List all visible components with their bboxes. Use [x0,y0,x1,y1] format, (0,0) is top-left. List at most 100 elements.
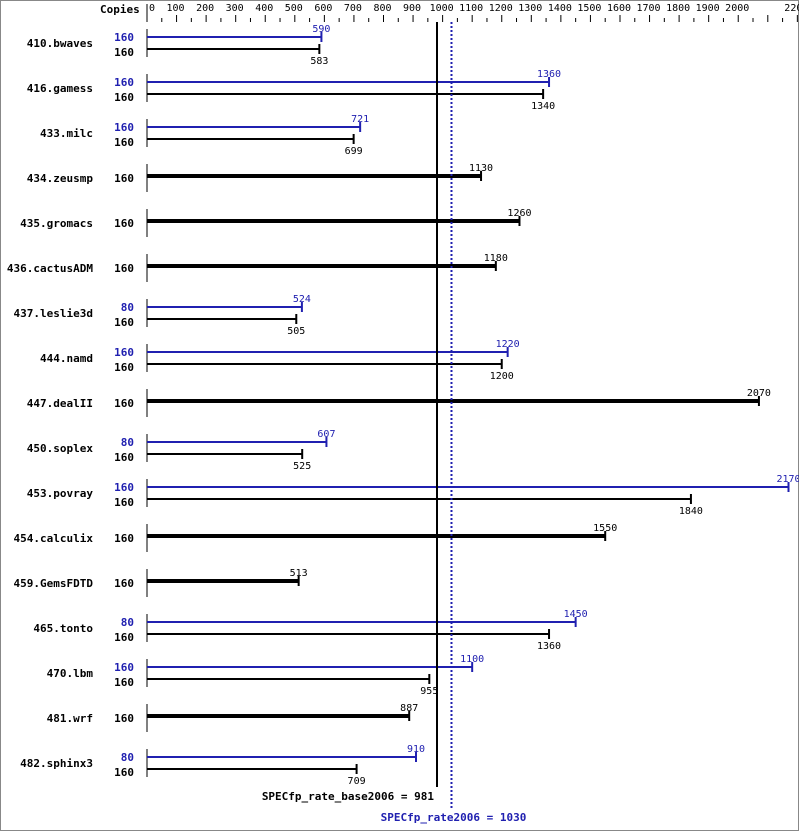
peak-copies: 160 [114,481,134,494]
base-copies: 160 [114,397,134,410]
base-copies: 160 [114,631,134,644]
x-tick-label: 1800 [666,3,690,14]
x-tick-label: 2000 [725,3,749,14]
peak-value-label: 910 [407,744,425,755]
base-value-label: 513 [290,568,308,579]
base-value-label: 1550 [593,523,617,534]
benchmark-row: 454.calculix 160 1550 [14,523,617,552]
base-value-label: 1840 [679,506,703,517]
peak-value-label: 721 [351,114,369,125]
base-copies: 160 [114,217,134,230]
benchmark-row: 434.zeusmp 160 1130 [27,163,493,192]
peak-copies: 80 [121,301,134,314]
x-tick-label: 700 [344,3,362,14]
base-value-label: 955 [420,686,438,697]
peak-value-label: 2170 [776,474,799,485]
base-copies: 160 [114,262,134,275]
base-value-label: 1260 [507,208,531,219]
benchmark-name: 470.lbm [47,667,94,680]
base-metric-label: SPECfp_rate_base2006 = 981 [262,790,435,803]
base-value-label: 1200 [490,371,514,382]
benchmark-name: 459.GemsFDTD [14,577,94,590]
x-tick-label: 1200 [489,3,513,14]
base-copies: 160 [114,136,134,149]
base-copies: 160 [114,91,134,104]
benchmark-name: 481.wrf [47,712,93,725]
benchmark-row: 435.gromacs 160 1260 [20,208,532,237]
benchmark-name: 437.leslie3d [14,307,93,320]
base-copies: 160 [114,712,134,725]
benchmark-name: 410.bwaves [27,37,93,50]
peak-value-label: 1220 [496,339,520,350]
copies-header: Copies [100,3,140,16]
peak-value-label: 524 [293,294,311,305]
base-value-label: 583 [310,56,328,67]
x-tick-label: 1700 [637,3,661,14]
base-copies: 160 [114,577,134,590]
x-tick-label: 1100 [459,3,483,14]
benchmark-row: 482.sphinx3 80 160 910 709 [20,744,425,787]
peak-copies: 160 [114,76,134,89]
base-value-label: 505 [287,326,305,337]
benchmark-name: 434.zeusmp [27,172,94,185]
benchmark-name: 465.tonto [33,622,93,635]
base-copies: 160 [114,496,134,509]
x-tick-label: 1500 [577,3,601,14]
peak-value-label: 590 [312,24,330,35]
base-copies: 160 [114,676,134,689]
peak-copies: 80 [121,751,134,764]
x-tick-label: 1900 [696,3,720,14]
benchmark-row: 437.leslie3d 80 160 524 505 [14,294,311,337]
base-copies: 160 [114,46,134,59]
base-copies: 160 [114,361,134,374]
x-tick-label: 300 [226,3,244,14]
base-value-label: 1130 [469,163,493,174]
base-value-label: 1360 [537,641,561,652]
benchmark-name: 450.soplex [27,442,94,455]
benchmark-row: 459.GemsFDTD 160 513 [14,568,308,597]
peak-copies: 160 [114,31,134,44]
base-value-label: 709 [348,776,366,787]
benchmark-name: 433.milc [40,127,93,140]
peak-value-label: 1100 [460,654,484,665]
x-tick-label: 0 [149,3,155,14]
benchmark-row: 444.namd 160 160 1220 1200 [40,339,520,382]
peak-copies: 80 [121,616,134,629]
x-tick-label: 2200 [784,3,799,14]
benchmark-name: 454.calculix [14,532,94,545]
benchmark-name: 453.povray [27,487,94,500]
x-tick-label: 600 [314,3,332,14]
benchmark-name: 435.gromacs [20,217,93,230]
base-value-label: 1340 [531,101,555,112]
base-copies: 160 [114,316,134,329]
x-tick-label: 1300 [518,3,542,14]
base-copies: 160 [114,172,134,185]
base-value-label: 525 [293,461,311,472]
base-copies: 160 [114,451,134,464]
peak-copies: 80 [121,436,134,449]
benchmark-row: 433.milc 160 160 721 699 [40,114,369,157]
benchmark-row: 465.tonto 80 160 1450 1360 [33,609,587,652]
base-copies: 160 [114,532,134,545]
peak-copies: 160 [114,346,134,359]
x-tick-label: 1600 [607,3,631,14]
base-value-label: 2070 [747,388,771,399]
x-tick-label: 200 [196,3,214,14]
benchmark-name: 444.namd [40,352,93,365]
benchmark-name: 482.sphinx3 [20,757,93,770]
base-value-label: 699 [345,146,363,157]
x-tick-label: 1400 [548,3,572,14]
base-copies: 160 [114,766,134,779]
peak-copies: 160 [114,121,134,134]
x-tick-label: 800 [373,3,391,14]
benchmark-name: 436.cactusADM [7,262,93,275]
base-value-label: 1180 [484,253,508,264]
peak-value-label: 1450 [564,609,588,620]
